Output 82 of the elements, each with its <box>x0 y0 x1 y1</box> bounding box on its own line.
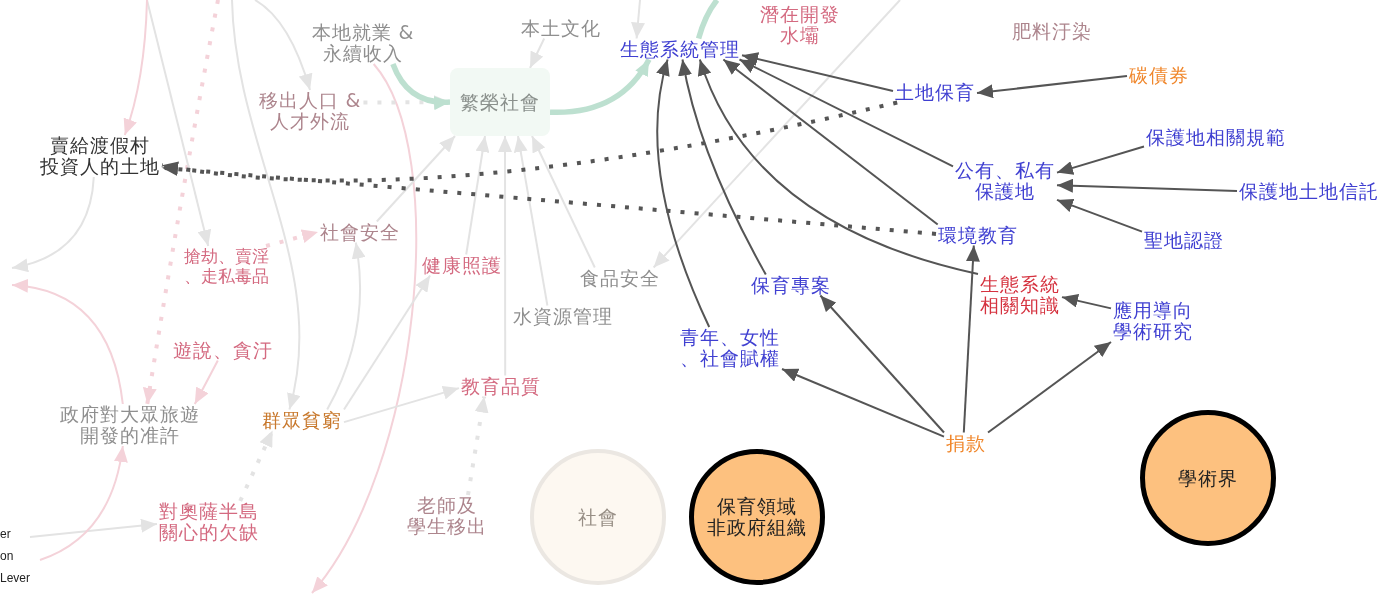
arrow <box>656 58 711 328</box>
arrow <box>231 0 301 411</box>
variable-label: 賣給渡假村投資人的土地 <box>38 135 162 177</box>
variable-label: 潛在開發水壩 <box>758 4 842 46</box>
arrow <box>678 58 767 276</box>
variable-label: 食品安全 <box>578 267 662 289</box>
arrow <box>513 135 549 307</box>
variable-label: 應用導向學術研究 <box>1111 300 1195 342</box>
arrow <box>498 135 512 377</box>
arrow <box>11 279 124 405</box>
variable-label: 政府對大眾旅遊開發的准許 <box>58 404 202 446</box>
arrow <box>1061 293 1112 310</box>
arrow <box>390 62 451 110</box>
arrow <box>738 58 954 168</box>
arrow <box>39 445 128 561</box>
variable-label: 繁榮社會 <box>460 91 540 113</box>
dotted-arrow <box>466 396 489 496</box>
circle-label: 學術界 <box>1178 467 1238 489</box>
arrow <box>529 37 546 69</box>
arrow <box>819 294 945 434</box>
variable-label: 搶劫、賣淫、走私毒品 <box>181 246 271 286</box>
variable-label: 老師及學生移出 <box>405 495 489 537</box>
cut-off-label: Lever <box>0 571 31 585</box>
arrow <box>11 176 95 272</box>
arrow <box>550 58 652 115</box>
variable-label: 肥料汙染 <box>1010 20 1094 42</box>
arrow <box>193 359 219 405</box>
variable-label: 遊說、貪汙 <box>171 339 275 361</box>
variable-label: 土地保育 <box>893 81 977 103</box>
circle-label: 保育領域非政府組織 <box>707 496 807 538</box>
variable-label: 對奧薩半島關心的欠缺 <box>157 501 261 543</box>
variable-label: 本土文化 <box>519 17 603 39</box>
variable-label: 生態系統相關知識 <box>978 274 1062 316</box>
variable-label: 青年、女性、社會賦權 <box>678 327 782 369</box>
dotted-arrow <box>238 429 275 502</box>
variable-label: 碳債券 <box>1127 64 1191 86</box>
variable-label: 保護地相關規範 <box>1144 126 1288 148</box>
arrow <box>343 274 432 411</box>
arrow <box>375 135 456 223</box>
variable-label: 環境教育 <box>936 224 1020 246</box>
variable-label: 移出人口 &人才外流 <box>256 90 364 132</box>
arrow <box>326 241 366 411</box>
arrow <box>976 75 1128 99</box>
dotted-arrow <box>161 100 898 183</box>
arrow <box>123 0 148 136</box>
cut-off-label: er <box>0 527 11 541</box>
variable-label: 捐款 <box>944 432 988 454</box>
variable-label: 健康照護 <box>420 254 504 276</box>
variable-label: 公有、私有保護地 <box>953 160 1057 202</box>
variable-label: 生態系統管理 <box>618 38 742 60</box>
circle-label: 社會 <box>578 506 618 528</box>
arrow <box>631 0 645 40</box>
variable-label: 教育品質 <box>459 375 543 397</box>
arrow <box>1056 178 1238 193</box>
arrow <box>962 244 980 434</box>
arrow <box>465 135 490 256</box>
variable-label: 保育專案 <box>749 274 833 296</box>
arrow <box>741 52 894 92</box>
arrow <box>29 518 158 538</box>
variable-label: 本地就業 &永續收入 <box>309 22 417 64</box>
arrow <box>254 0 313 91</box>
variable-label: 水資源管理 <box>511 305 615 327</box>
arrow <box>1056 198 1143 233</box>
variable-label: 社會安全 <box>318 221 402 243</box>
arrow <box>722 58 939 226</box>
arrow <box>652 0 901 269</box>
arrow <box>987 341 1112 434</box>
arrow <box>146 0 212 247</box>
arrow <box>698 58 979 275</box>
variable-box <box>450 68 550 136</box>
variable-label: 保護地土地信託 <box>1237 180 1381 202</box>
arrow <box>343 385 460 424</box>
dotted-arrow <box>265 229 319 248</box>
variable-label: 聖地認證 <box>1142 229 1226 251</box>
arrow <box>531 135 596 269</box>
cut-off-label: on <box>0 549 14 563</box>
dotted-arrow <box>142 0 220 405</box>
variable-label: 群眾貧窮 <box>260 409 344 431</box>
arrow <box>311 63 417 594</box>
arrow <box>781 368 945 438</box>
arrow <box>1056 145 1145 175</box>
connector-line <box>695 0 720 40</box>
